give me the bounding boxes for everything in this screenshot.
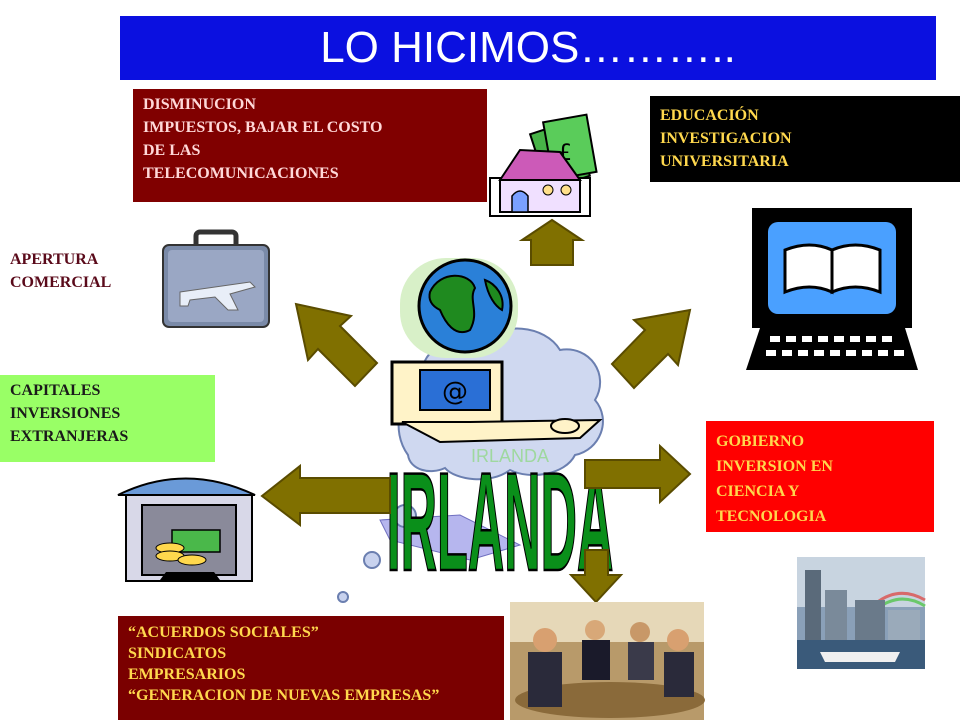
arrow-right-icon <box>584 443 692 505</box>
gobierno-line-3: CIENCIA Y <box>716 483 800 500</box>
acuerdos-line-3: EMPRESARIOS <box>128 666 246 683</box>
impuestos-box: DISMINUCION IMPUESTOS, BAJAR EL COSTO DE… <box>133 89 487 202</box>
impuestos-line-2: IMPUESTOS, BAJAR EL COSTO <box>143 119 383 136</box>
capitales-line-2: INVERSIONES <box>10 405 121 422</box>
capitales-line-1: CAPITALES <box>10 382 101 399</box>
gobierno-line-1: GOBIERNO <box>716 433 805 450</box>
monitor-book-icon <box>746 208 918 370</box>
email-computer-icon: @ <box>390 360 603 444</box>
arrow-upleft-icon <box>294 302 379 388</box>
impuestos-line-3: DE LAS <box>143 142 201 159</box>
capitales-line-3: EXTRANJERAS <box>10 428 129 445</box>
arrow-upright-icon <box>610 308 692 390</box>
gobierno-line-4: TECNOLOGIA <box>716 508 827 525</box>
globe-icon <box>400 258 518 358</box>
educacion-line-3: UNIVERSITARIA <box>660 153 789 170</box>
arrow-up-icon <box>518 218 586 266</box>
impuestos-line-1: DISMINUCION <box>143 96 256 113</box>
briefcase-plane-icon <box>162 229 270 328</box>
apertura-line-2: COMERCIAL <box>10 274 112 291</box>
arrow-left-icon <box>260 463 391 528</box>
impuestos-line-4: TELECOMUNICACIONES <box>143 165 339 182</box>
acuerdos-line-1: “ACUERDOS SOCIALES” <box>128 624 319 641</box>
svg-text:@: @ <box>442 377 468 407</box>
money-house-icon: £ <box>489 113 598 217</box>
bank-vault-icon <box>117 477 256 582</box>
educacion-line-2: INVESTIGACION <box>660 130 792 147</box>
acuerdos-line-4: “GENERACION DE NUEVAS EMPRESAS” <box>128 687 440 704</box>
city-rainbow-photo <box>797 557 926 669</box>
arrow-down-icon <box>568 549 624 604</box>
slide-title-text: LO HICIMOS……….. <box>320 23 736 72</box>
acuerdos-box: “ACUERDOS SOCIALES” SINDICATOS EMPRESARI… <box>118 616 504 720</box>
business-meeting-photo <box>510 602 705 720</box>
apertura-text: APERTURA COMERCIAL <box>10 248 111 294</box>
irlanda-small-label: IRLANDA <box>471 446 549 466</box>
gobierno-line-2: INVERSION EN <box>716 458 833 475</box>
acuerdos-line-2: SINDICATOS <box>128 645 227 662</box>
gobierno-box: GOBIERNO INVERSION EN CIENCIA Y TECNOLOG… <box>706 421 934 532</box>
educacion-box: EDUCACIÓN INVESTIGACION UNIVERSITARIA <box>650 96 960 182</box>
capitales-box: CAPITALES INVERSIONES EXTRANJERAS <box>0 375 215 462</box>
educacion-line-1: EDUCACIÓN <box>660 107 759 124</box>
slide-title: LO HICIMOS……….. <box>120 16 936 80</box>
apertura-line-1: APERTURA <box>10 251 99 268</box>
